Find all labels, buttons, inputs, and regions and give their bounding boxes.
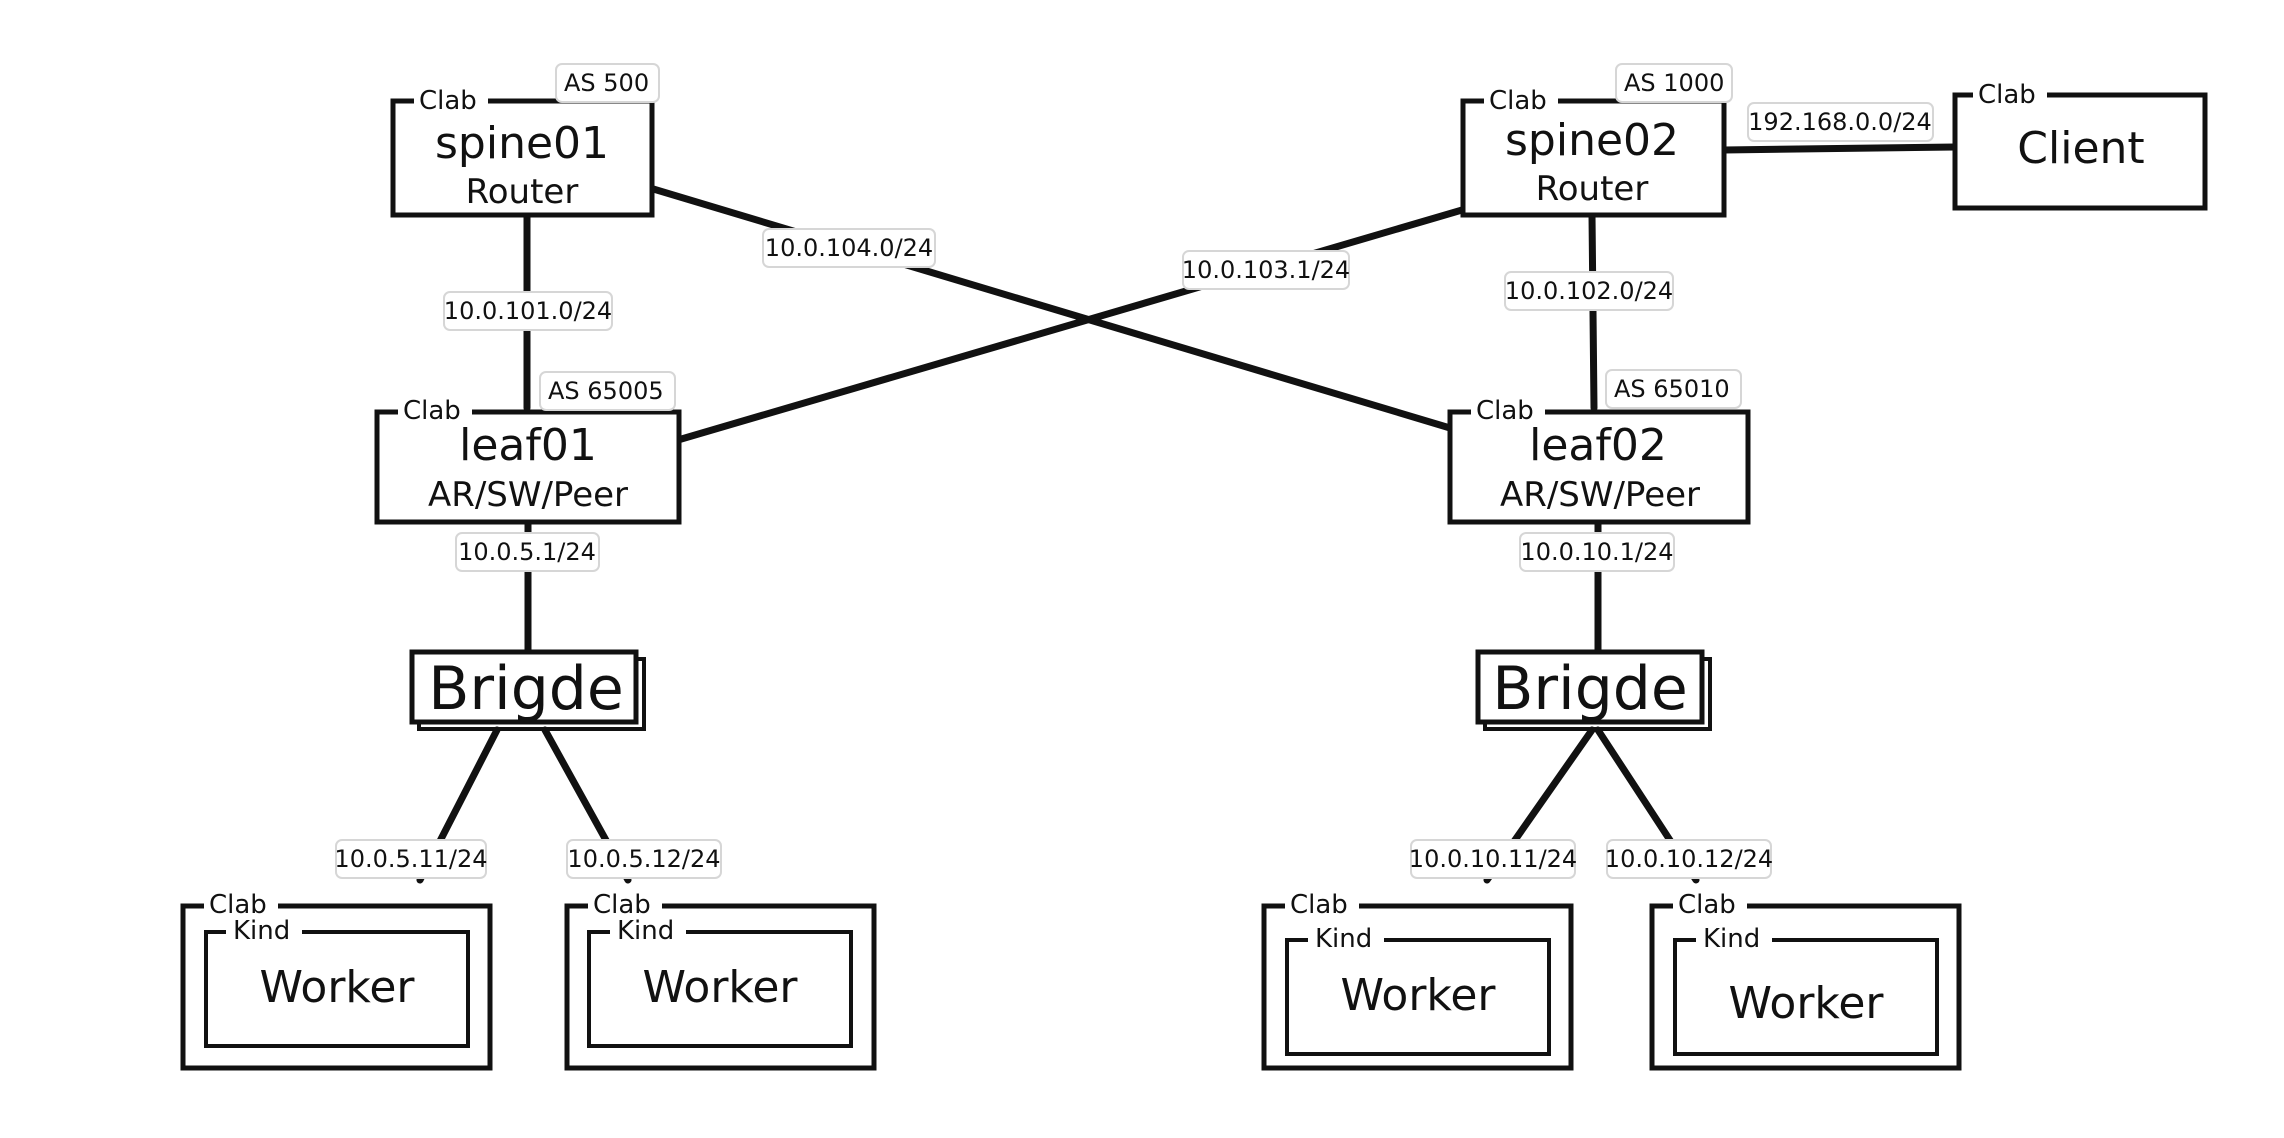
node-client[interactable]: Clab Client <box>1952 78 2208 211</box>
worker2-inner-badge: Kind <box>617 916 674 946</box>
worker3-outer-badge: Clab <box>1290 890 1348 920</box>
client-badge: Clab <box>1978 80 2036 110</box>
edge-spine02-leaf02 <box>1588 211 1598 412</box>
node-worker-4[interactable]: Clab Kind Worker <box>1649 888 1962 1071</box>
label-spine01-leaf01: 10.0.101.0/24 <box>443 291 613 331</box>
label-spine02-leaf02: 10.0.102.0/24 <box>1504 271 1674 311</box>
node-bridge-left[interactable]: Brigde <box>409 649 646 731</box>
node-leaf01[interactable]: Clab AS 65005 leaf01 AR/SW/Peer <box>374 371 682 525</box>
spine02-role: Router <box>1536 169 1649 209</box>
node-leaf02[interactable]: Clab AS 65010 leaf02 AR/SW/Peer <box>1447 369 1751 525</box>
label-bridge-worker2: 10.0.5.12/24 <box>566 839 722 879</box>
label-spine02-client-text: 192.168.0.0/24 <box>1748 108 1932 136</box>
label-leaf02-bridge-text: 10.0.10.1/24 <box>1520 538 1673 566</box>
label-bridge-worker1: 10.0.5.11/24 <box>334 839 488 879</box>
edge-spine02-leaf01 <box>674 206 1466 444</box>
spine01-as-label: AS 500 <box>564 69 649 97</box>
spine02-name: spine02 <box>1505 115 1679 166</box>
spine01-badge: Clab <box>419 86 477 116</box>
label-spine02-leaf01-text: 10.0.103.1/24 <box>1182 256 1350 284</box>
label-leaf01-bridge: 10.0.5.1/24 <box>455 532 600 572</box>
link-labels: 192.168.0.0/24 10.0.104.0/24 10.0.103.1/… <box>334 102 1934 879</box>
leaf01-name: leaf01 <box>459 420 597 471</box>
bridge-left-name: Brigde <box>428 654 624 724</box>
node-worker-2[interactable]: Clab Kind Worker <box>564 888 877 1071</box>
spine01-role: Router <box>466 172 579 212</box>
spine01-name: spine01 <box>435 118 609 169</box>
spine02-as-label: AS 1000 <box>1624 69 1724 97</box>
worker4-inner-badge: Kind <box>1703 924 1760 954</box>
leaf01-as-label: AS 65005 <box>548 377 664 405</box>
label-spine02-leaf01: 10.0.103.1/24 <box>1182 250 1350 290</box>
worker3-name: Worker <box>1340 970 1496 1021</box>
label-spine02-client: 192.168.0.0/24 <box>1747 102 1934 142</box>
label-bridge-worker2-text: 10.0.5.12/24 <box>567 845 720 873</box>
leaf02-badge: Clab <box>1476 396 1534 426</box>
edge-spine01-leaf02 <box>646 184 1454 432</box>
label-leaf02-bridge: 10.0.10.1/24 <box>1519 532 1675 572</box>
worker4-name: Worker <box>1728 978 1884 1029</box>
worker1-inner-badge: Kind <box>233 916 290 946</box>
label-leaf01-bridge-text: 10.0.5.1/24 <box>458 538 596 566</box>
leaf01-role: AR/SW/Peer <box>428 475 628 515</box>
client-name: Client <box>2017 123 2144 174</box>
label-bridge-worker4-text: 10.0.10.12/24 <box>1605 845 1773 873</box>
worker4-outer-badge: Clab <box>1678 890 1736 920</box>
spine02-badge: Clab <box>1489 86 1547 116</box>
label-spine01-leaf02: 10.0.104.0/24 <box>762 228 936 268</box>
label-bridge-worker3: 10.0.10.11/24 <box>1409 839 1577 879</box>
label-bridge-worker3-text: 10.0.10.11/24 <box>1409 845 1577 873</box>
bridge-right-name: Brigde <box>1492 654 1688 724</box>
label-spine02-leaf02-text: 10.0.102.0/24 <box>1505 277 1673 305</box>
worker2-name: Worker <box>642 962 798 1013</box>
label-spine01-leaf01-text: 10.0.101.0/24 <box>444 297 612 325</box>
worker1-name: Worker <box>259 962 415 1013</box>
edge-spine02-client <box>1720 143 1959 154</box>
label-bridge-worker4: 10.0.10.12/24 <box>1605 839 1773 879</box>
leaf02-name: leaf02 <box>1529 420 1667 471</box>
node-spine01[interactable]: Clab AS 500 spine01 Router <box>390 63 660 218</box>
node-bridge-right[interactable]: Brigde <box>1475 649 1712 731</box>
label-bridge-worker1-text: 10.0.5.11/24 <box>334 845 487 873</box>
label-spine01-leaf02-text: 10.0.104.0/24 <box>765 234 933 262</box>
node-worker-1[interactable]: Clab Kind Worker <box>180 888 493 1071</box>
worker3-inner-badge: Kind <box>1315 924 1372 954</box>
leaf02-role: AR/SW/Peer <box>1500 475 1700 515</box>
node-worker-3[interactable]: Clab Kind Worker <box>1261 888 1574 1071</box>
leaf02-as-label: AS 65010 <box>1614 375 1730 403</box>
node-spine02[interactable]: Clab AS 1000 spine02 Router <box>1460 63 1733 218</box>
leaf01-badge: Clab <box>403 396 461 426</box>
